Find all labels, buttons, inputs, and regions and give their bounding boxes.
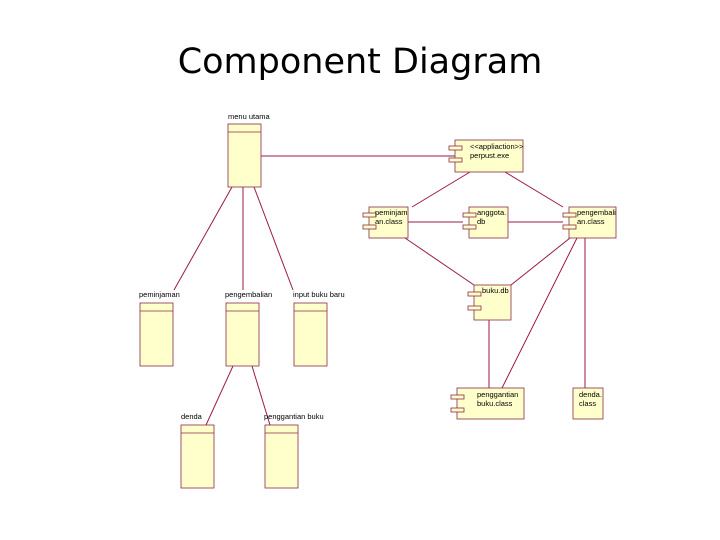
input-buku-baru-node: input buku baru — [293, 290, 345, 367]
anggota-db-line1: anggota. — [477, 208, 506, 217]
connector-pengembalian-denda — [205, 365, 234, 426]
denda-node: denda — [180, 412, 215, 489]
connector-menu-peminjaman — [173, 186, 233, 291]
connector-app-pengembalian — [504, 171, 564, 208]
anggota-db-component: anggota. db — [462, 206, 509, 239]
pengembalian-class-line2: an.class — [577, 217, 605, 226]
penggantian-class-line2: buku.class — [477, 399, 513, 408]
connector-peminjaman-buku — [404, 237, 475, 286]
penggantian-buku-node: penggantian buku — [264, 412, 324, 489]
connector-pengembalian-penggantian — [251, 365, 271, 426]
peminjaman-class-line1: peminjam — [375, 208, 408, 217]
connector-menu-input — [253, 186, 294, 291]
denda-class-component: denda. class — [572, 387, 604, 420]
input-buku-baru-label: input buku baru — [293, 290, 345, 299]
peminjaman-class-line2: an.class — [375, 217, 403, 226]
pengembalian-label: pengembalian — [225, 290, 272, 299]
buku-db-label: buku.db — [482, 286, 509, 295]
connector-pengembalian-penggantian — [501, 237, 578, 389]
peminjaman-class-component: peminjam an.class — [362, 206, 409, 239]
connector-app-peminjaman — [411, 171, 471, 208]
peminjaman-label: peminjaman — [139, 290, 180, 299]
anggota-db-line2: db — [477, 217, 485, 226]
penggantian-buku-label: penggantian buku — [264, 412, 324, 421]
app-component: <<appliaction>> perpust.exe — [448, 139, 524, 173]
page-title: Component Diagram — [177, 42, 543, 82]
connector-pengembalian-buku — [510, 237, 571, 286]
peminjaman-node: peminjaman — [139, 290, 180, 367]
app-stereotype: <<appliaction>> — [470, 142, 524, 151]
penggantian-class-line1: penggantian — [477, 390, 518, 399]
app-name: perpust.exe — [470, 151, 509, 160]
pengembalian-class-component: pengembali an.class — [562, 206, 617, 239]
denda-class-line1: denda. — [579, 390, 602, 399]
penggantian-class-component: penggantian buku.class — [450, 387, 525, 420]
menu-utama-node: menu utama — [227, 112, 271, 188]
denda-label: denda — [181, 412, 203, 421]
menu-utama-label: menu utama — [228, 112, 271, 121]
connectors — [173, 155, 586, 426]
pengembalian-class-line1: pengembali — [577, 208, 616, 217]
buku-db-component: buku.db — [467, 284, 512, 321]
denda-class-line2: class — [579, 399, 596, 408]
pengembalian-node: pengembalian — [225, 290, 272, 367]
